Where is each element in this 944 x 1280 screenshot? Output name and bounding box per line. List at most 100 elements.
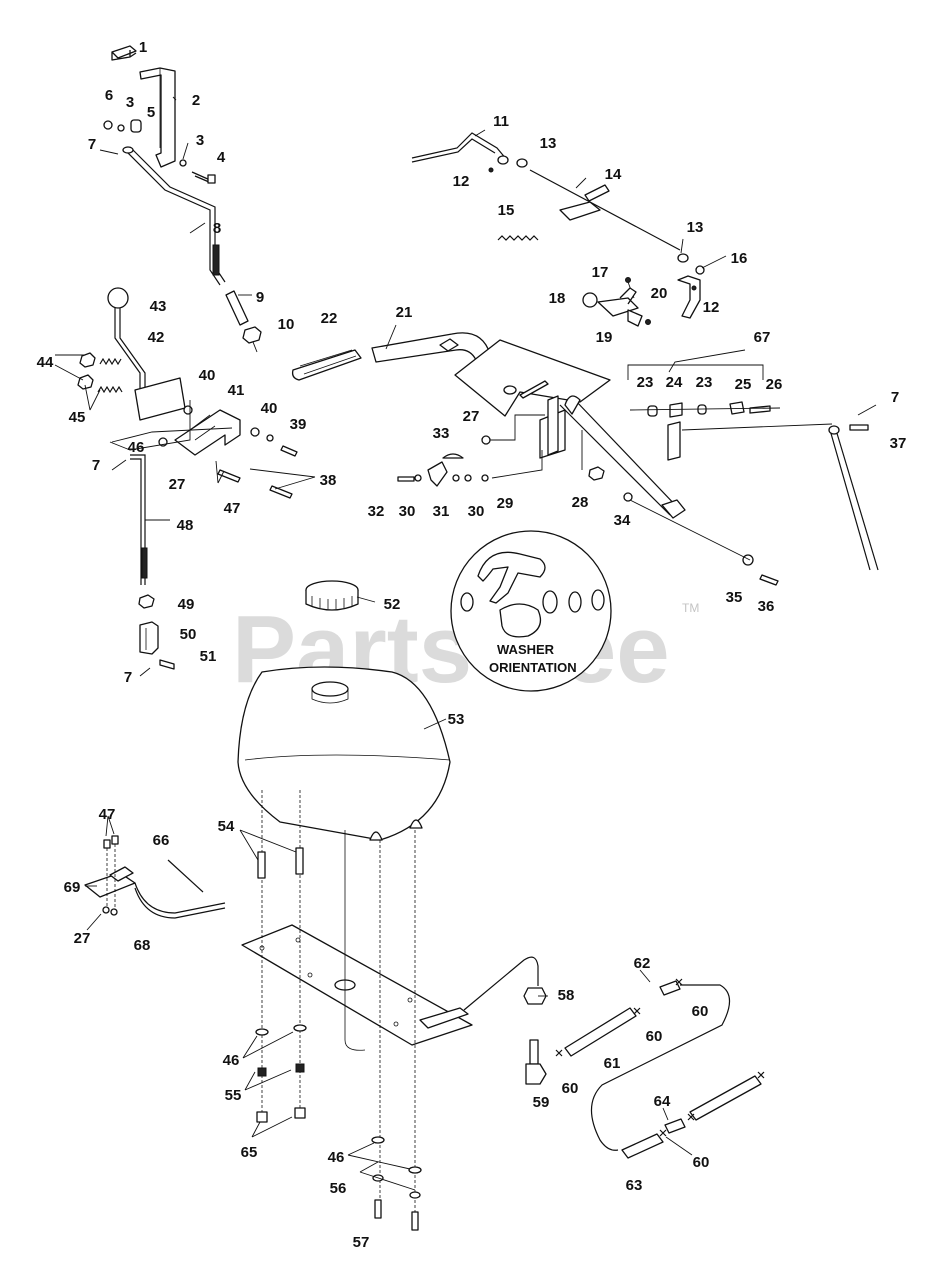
callout-40: 40: [199, 367, 216, 384]
callout-55: 55: [225, 1087, 242, 1104]
callout-23: 23: [696, 374, 713, 391]
callout-46: 46: [328, 1149, 345, 1166]
callout-9: 9: [256, 289, 264, 306]
detail-label-line1: WASHER: [497, 642, 555, 657]
callout-29: 29: [497, 495, 514, 512]
callout-66: 66: [153, 832, 170, 849]
callout-60: 60: [692, 1003, 709, 1020]
mounting-plate-assembly: [241, 790, 473, 1231]
callout-44: 44: [37, 354, 54, 371]
callout-10: 10: [278, 316, 295, 333]
callout-13: 13: [687, 219, 704, 236]
callout-13: 13: [540, 135, 557, 152]
callout-19: 19: [596, 329, 613, 346]
callout-12: 12: [703, 299, 720, 316]
callout-48: 48: [177, 517, 194, 534]
callout-59: 59: [533, 1094, 550, 1111]
callout-5: 5: [147, 104, 155, 121]
callout-25: 25: [735, 376, 752, 393]
callout-37: 37: [890, 435, 907, 452]
callout-56: 56: [330, 1180, 347, 1197]
callout-53: 53: [448, 711, 465, 728]
callout-11: 11: [493, 113, 509, 130]
callout-4: 4: [217, 149, 226, 166]
callout-64: 64: [654, 1093, 671, 1110]
link-rod-assembly: [411, 132, 705, 327]
callout-47: 47: [224, 500, 241, 517]
shift-lever-assembly: [77, 287, 298, 677]
callout-41: 41: [228, 382, 245, 399]
watermark-tm: TM: [682, 601, 699, 615]
callout-23: 23: [637, 374, 654, 391]
washer-orientation-detail: WASHER ORIENTATION: [450, 530, 612, 692]
callout-46: 46: [223, 1052, 240, 1069]
lever-assembly-upper-left: [99, 45, 262, 353]
callout-26: 26: [766, 376, 783, 393]
callout-15: 15: [498, 202, 515, 219]
callout-69: 69: [64, 879, 81, 896]
callout-31: 31: [433, 503, 450, 520]
callout-57: 57: [353, 1234, 370, 1251]
callout-18: 18: [549, 290, 566, 307]
callout-3: 3: [196, 132, 204, 149]
callout-32: 32: [368, 503, 385, 520]
callout-35: 35: [726, 589, 743, 606]
cable-bracket-assembly: [84, 835, 226, 919]
callout-62: 62: [634, 955, 651, 972]
callout-20: 20: [651, 285, 668, 302]
callout-46: 46: [128, 439, 145, 456]
callout-16: 16: [731, 250, 748, 267]
callout-45: 45: [69, 409, 86, 426]
callout-39: 39: [290, 416, 307, 433]
callout-49: 49: [178, 596, 195, 613]
callout-50: 50: [180, 626, 197, 643]
callout-38: 38: [320, 472, 337, 489]
callout-34: 34: [614, 512, 631, 529]
callout-27: 27: [74, 930, 91, 947]
callout-47: 47: [99, 806, 116, 823]
callout-27: 27: [169, 476, 186, 493]
callout-30: 30: [399, 503, 416, 520]
callout-68: 68: [134, 937, 151, 954]
callout-3: 3: [126, 94, 134, 111]
fuel-line-assembly: [463, 956, 765, 1159]
callout-6: 6: [105, 87, 113, 104]
callout-7: 7: [891, 389, 899, 406]
callout-65: 65: [241, 1144, 258, 1161]
callout-51: 51: [200, 648, 217, 665]
callout-33: 33: [433, 425, 450, 442]
callout-12: 12: [453, 173, 470, 190]
callout-36: 36: [758, 598, 775, 615]
callout-54: 54: [218, 818, 235, 835]
callout-28: 28: [572, 494, 589, 511]
callout-58: 58: [558, 987, 575, 1004]
detail-label-line2: ORIENTATION: [489, 660, 577, 675]
callout-27: 27: [463, 408, 480, 425]
callout-7: 7: [88, 136, 96, 153]
callout-52: 52: [384, 596, 401, 613]
callout-42: 42: [148, 329, 165, 346]
callout-60: 60: [646, 1028, 663, 1045]
callout-1: 1: [139, 39, 147, 56]
handle-console-assembly: [291, 332, 879, 586]
callout-40: 40: [261, 400, 278, 417]
callout-30: 30: [468, 503, 485, 520]
callout-60: 60: [562, 1080, 579, 1097]
callout-60: 60: [693, 1154, 710, 1171]
callout-7: 7: [92, 457, 100, 474]
leader-lines: [54, 96, 746, 1170]
callout-21: 21: [396, 304, 413, 321]
callout-17: 17: [592, 264, 609, 281]
callout-8: 8: [213, 220, 221, 237]
callout-24: 24: [666, 374, 683, 391]
callout-7: 7: [124, 669, 132, 686]
callout-67: 67: [754, 329, 771, 346]
callout-61: 61: [604, 1055, 621, 1072]
callout-43: 43: [150, 298, 167, 315]
callout-63: 63: [626, 1177, 643, 1194]
callout-14: 14: [605, 166, 622, 183]
callout-22: 22: [321, 310, 338, 327]
fuel-tank-assembly: [237, 580, 451, 841]
